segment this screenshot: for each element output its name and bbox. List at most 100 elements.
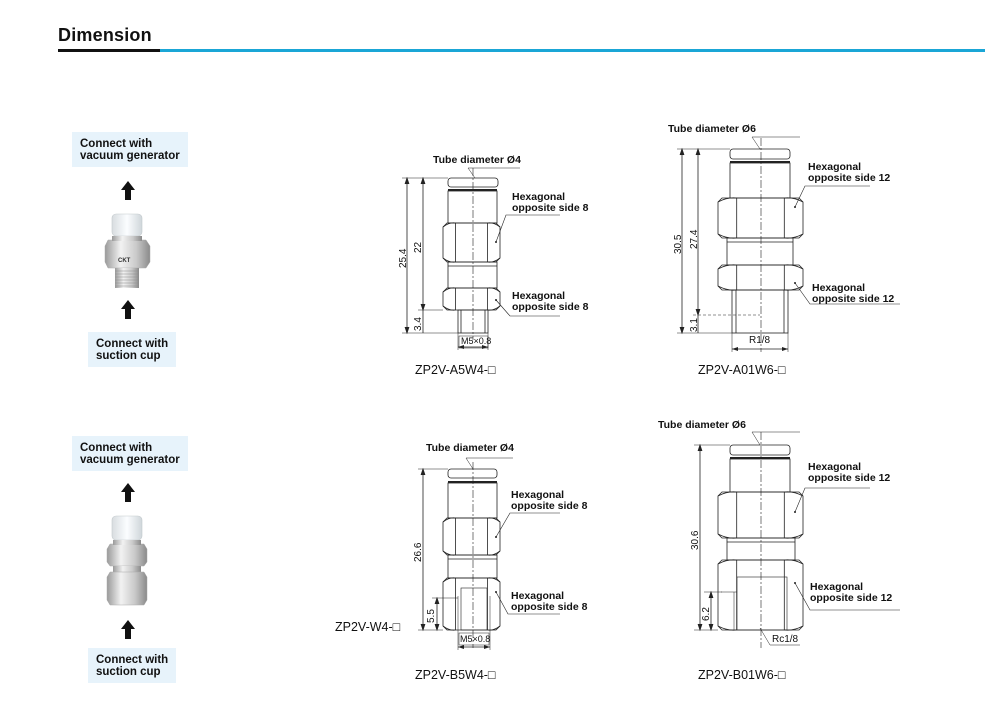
- label-line: Hexagonal: [812, 282, 866, 294]
- thread-size: R1/8: [749, 335, 771, 346]
- hex-chamfer: [442, 287, 501, 311]
- fitting-photo-connector: [111, 515, 143, 541]
- note-connect-vacuum-generator: Connect with vacuum generator: [72, 436, 188, 471]
- female-thread: [736, 576, 788, 631]
- tube-diameter-label: Tube diameter Ø4: [426, 442, 514, 454]
- title-underline-blue: [160, 49, 985, 52]
- push-in-release-ring: [729, 444, 791, 456]
- leader-dot: [495, 299, 497, 301]
- note-line: Connect with: [80, 442, 153, 454]
- fitting-photo-neck: [113, 540, 141, 545]
- alt-model-number: ZP2V-W4-□: [335, 620, 401, 634]
- note-line: suction cup: [96, 350, 161, 362]
- hexagon-nut: [717, 491, 804, 539]
- label-line: Hexagonal: [808, 161, 862, 173]
- neck: [447, 554, 498, 579]
- leader-dot: [495, 591, 497, 593]
- leader-line: [465, 457, 513, 470]
- label-line: Hexagonal: [512, 290, 566, 302]
- dimension-overall: 26.6: [413, 542, 424, 562]
- leader-dot: [794, 282, 796, 284]
- note-line: Connect with: [96, 338, 169, 350]
- tube-diameter-label: Tube diameter Ø6: [668, 123, 756, 135]
- note-line: vacuum generator: [80, 150, 180, 162]
- model-number: ZP2V-A5W4-□: [415, 363, 496, 377]
- thread-size: Rc1/8: [772, 634, 799, 645]
- arrowhead: [695, 308, 701, 317]
- leader-line: [495, 214, 560, 243]
- note-line: Connect with: [96, 654, 169, 666]
- tube-diameter-label: Tube diameter Ø6: [658, 419, 746, 431]
- dimension-body: 22: [413, 241, 424, 253]
- leader-dot: [794, 511, 796, 513]
- leader-line: [751, 136, 800, 150]
- fitting-photo-connector: [111, 213, 143, 237]
- note-line: vacuum generator: [80, 454, 180, 466]
- dimension-body: 27.4: [689, 229, 700, 249]
- thread-size-box: [458, 632, 490, 646]
- male-thread: [731, 289, 789, 334]
- label-line: Hexagonal: [512, 191, 566, 203]
- arrowhead: [420, 303, 426, 312]
- hexagon-nut: [717, 264, 804, 291]
- label-line: opposite side 12: [808, 172, 891, 184]
- model-number: ZP2V-A01W6-□: [698, 363, 786, 377]
- hexagon-nut: [442, 222, 501, 263]
- arrowhead: [732, 347, 738, 351]
- hexagon-nut: [442, 517, 501, 556]
- flow-arrow-icon: [121, 300, 135, 319]
- arrowhead: [697, 623, 703, 632]
- arrowhead: [420, 176, 426, 185]
- hex-chamfer: [717, 264, 804, 291]
- hex-chamfer: [717, 491, 804, 539]
- hex-chamfer: [442, 517, 501, 556]
- thread-size-box: [458, 335, 489, 349]
- arrowhead: [708, 590, 714, 599]
- fitting-photo-hex: [106, 571, 148, 606]
- arrowhead: [697, 443, 703, 452]
- leader-line: [467, 167, 520, 179]
- note-connect-suction-cup: Connect with suction cup: [88, 648, 177, 683]
- leader-line: [495, 591, 560, 615]
- hex-chamfer: [717, 197, 804, 239]
- leader-line: [495, 512, 560, 538]
- arrowhead: [679, 147, 685, 156]
- tube-diameter-label: Tube diameter Ø4: [433, 154, 521, 166]
- body: [729, 162, 791, 199]
- dimension-port-depth: 5.5: [426, 609, 437, 623]
- dimension-port-depth: 6.2: [701, 607, 712, 621]
- label-line: Hexagonal: [808, 461, 862, 473]
- body: [729, 458, 791, 493]
- push-in-release-ring: [447, 468, 498, 479]
- dimension-thread: 3.1: [689, 318, 700, 332]
- flow-arrow-icon: [121, 620, 135, 639]
- note-connect-vacuum-generator: Connect with vacuum generator: [72, 132, 188, 167]
- label-line: Hexagonal: [810, 581, 864, 593]
- push-in-release-ring: [729, 148, 791, 160]
- leader-line: [495, 299, 560, 317]
- hexagon-nut: [442, 577, 501, 631]
- flow-arrow-icon: [121, 483, 135, 502]
- arrowhead: [420, 623, 426, 632]
- arrowhead: [708, 623, 714, 632]
- label-line: opposite side 12: [808, 472, 891, 484]
- note-connect-suction-cup: Connect with suction cup: [88, 332, 177, 367]
- arrowhead: [695, 147, 701, 156]
- arrowhead: [782, 347, 788, 351]
- leader-line: [794, 282, 900, 305]
- hexagon-nut: [442, 287, 501, 311]
- label-line: opposite side 8: [511, 601, 588, 613]
- arrowhead: [458, 645, 464, 649]
- dimension-overall: 30.5: [673, 234, 684, 254]
- arrowhead: [484, 645, 490, 649]
- dimension-overall: 25.4: [398, 248, 409, 268]
- label-line: Hexagonal: [511, 590, 565, 602]
- arrowhead: [679, 326, 685, 335]
- leader-dot: [794, 206, 796, 208]
- arrowhead: [434, 596, 440, 605]
- arrowhead: [404, 326, 410, 335]
